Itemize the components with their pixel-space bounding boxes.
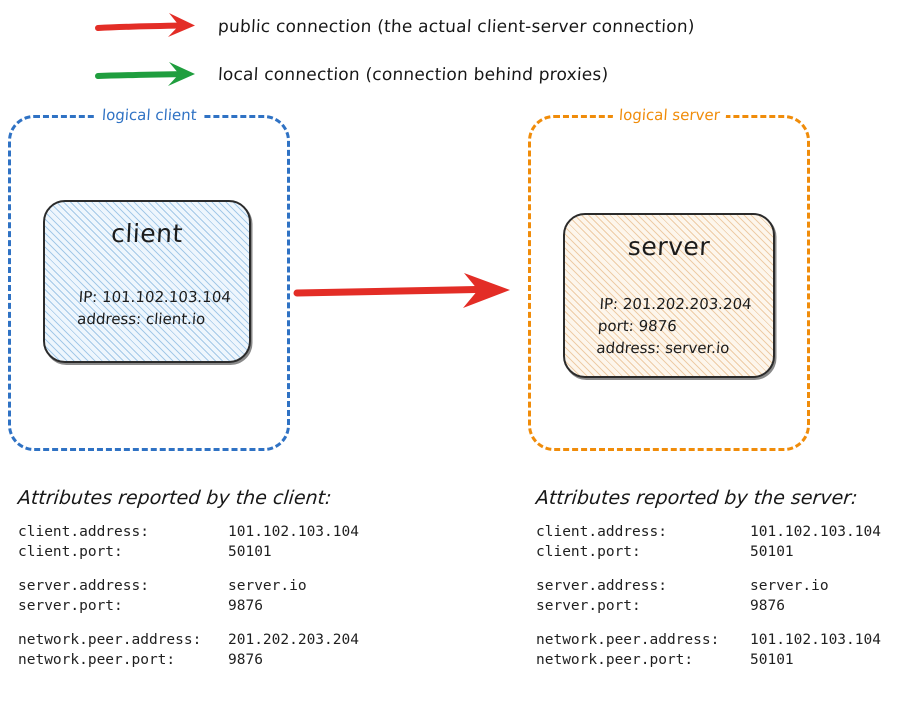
attr-value: 50101: [228, 544, 272, 560]
legend-item-local-connection: local connection (connection behind prox…: [95, 58, 609, 92]
table-row: client.address: 101.102.103.104: [536, 522, 881, 542]
server-node-line-ip: IP: 201.202.203.204: [598, 295, 753, 313]
server-node: server IP: 201.202.203.204 port: 9876 ad…: [563, 213, 775, 378]
attr-key: network.peer.port:: [536, 652, 694, 668]
attr-value: 9876: [750, 598, 785, 614]
server-node-line-address: address: server.io: [595, 339, 731, 357]
table-row: client.port: 50101: [18, 542, 359, 562]
attr-value: 101.102.103.104: [228, 524, 359, 540]
attr-value: server.io: [228, 578, 307, 594]
attr-value: 101.102.103.104: [750, 632, 881, 648]
table-row: client.address: 101.102.103.104: [18, 522, 359, 542]
table-row: server.address: server.io: [536, 576, 881, 596]
table-row: server.port: 9876: [18, 596, 359, 616]
attr-key: network.peer.address:: [18, 632, 202, 648]
server-node-line-port: port: 9876: [597, 317, 678, 335]
attributes-client-table: Attributes reported by the client: clien…: [17, 487, 359, 670]
table-row: network.peer.address: 201.202.203.204: [18, 630, 359, 650]
attr-key: server.address:: [536, 578, 667, 594]
client-node-details: IP: 101.102.103.104 address: client.io: [76, 286, 232, 330]
red-arrow-icon: [95, 13, 195, 37]
client-node-title: client: [110, 219, 184, 248]
attr-key: network.peer.port:: [18, 652, 176, 668]
logical-server-container: logical server: [528, 106, 810, 451]
logical-server-label: logical server: [611, 106, 727, 124]
server-node-title: server: [627, 232, 711, 261]
table-row: network.peer.address: 101.102.103.104: [536, 630, 881, 650]
attr-key: network.peer.address:: [536, 632, 720, 648]
attr-value: server.io: [750, 578, 829, 594]
client-node-line-address: address: client.io: [76, 310, 206, 328]
attr-key: server.port:: [18, 598, 123, 614]
table-row: server.port: 9876: [536, 596, 881, 616]
attributes-server-group-network-peer: network.peer.address: 101.102.103.104 ne…: [536, 630, 881, 670]
logical-client-label: logical client: [95, 106, 203, 124]
green-arrow-icon: [95, 62, 195, 86]
table-row: server.address: server.io: [18, 576, 359, 596]
client-node-line-ip: IP: 101.102.103.104: [78, 288, 232, 306]
attributes-server-group-server: server.address: server.io server.port: 9…: [536, 576, 881, 616]
attr-key: client.port:: [18, 544, 123, 560]
attr-value: 101.102.103.104: [750, 524, 881, 540]
attr-key: server.address:: [18, 578, 149, 594]
attr-value: 50101: [750, 544, 794, 560]
attr-key: client.address:: [18, 524, 149, 540]
attributes-client-group-network-peer: network.peer.address: 201.202.203.204 ne…: [18, 630, 359, 670]
attributes-server-heading: Attributes reported by the server:: [535, 487, 859, 509]
server-node-details: IP: 201.202.203.204 port: 9876 address: …: [596, 293, 753, 359]
attr-value: 9876: [228, 652, 263, 668]
attr-value: 9876: [228, 598, 263, 614]
table-row: network.peer.port: 50101: [536, 650, 881, 670]
attributes-client-group-client: client.address: 101.102.103.104 client.p…: [18, 522, 359, 562]
public-connection-arrow-icon: [293, 273, 510, 308]
attributes-client-heading: Attributes reported by the client:: [17, 487, 333, 509]
client-node: client IP: 101.102.103.104 address: clie…: [43, 200, 251, 363]
attributes-client-group-server: server.address: server.io server.port: 9…: [18, 576, 359, 616]
attr-value: 50101: [750, 652, 794, 668]
legend-item-public-connection: public connection (the actual client-ser…: [95, 10, 695, 44]
table-row: client.port: 50101: [536, 542, 881, 562]
attributes-server-group-client: client.address: 101.102.103.104 client.p…: [536, 522, 881, 562]
attributes-server-table: Attributes reported by the server: clien…: [535, 487, 881, 670]
logical-client-container: logical client: [8, 106, 290, 451]
attr-key: server.port:: [536, 598, 641, 614]
table-row: network.peer.port: 9876: [18, 650, 359, 670]
legend-label-public-connection: public connection (the actual client-ser…: [217, 17, 696, 37]
legend-label-local-connection: local connection (connection behind prox…: [217, 65, 609, 85]
attr-value: 201.202.203.204: [228, 632, 359, 648]
attr-key: client.port:: [536, 544, 641, 560]
attr-key: client.address:: [536, 524, 667, 540]
